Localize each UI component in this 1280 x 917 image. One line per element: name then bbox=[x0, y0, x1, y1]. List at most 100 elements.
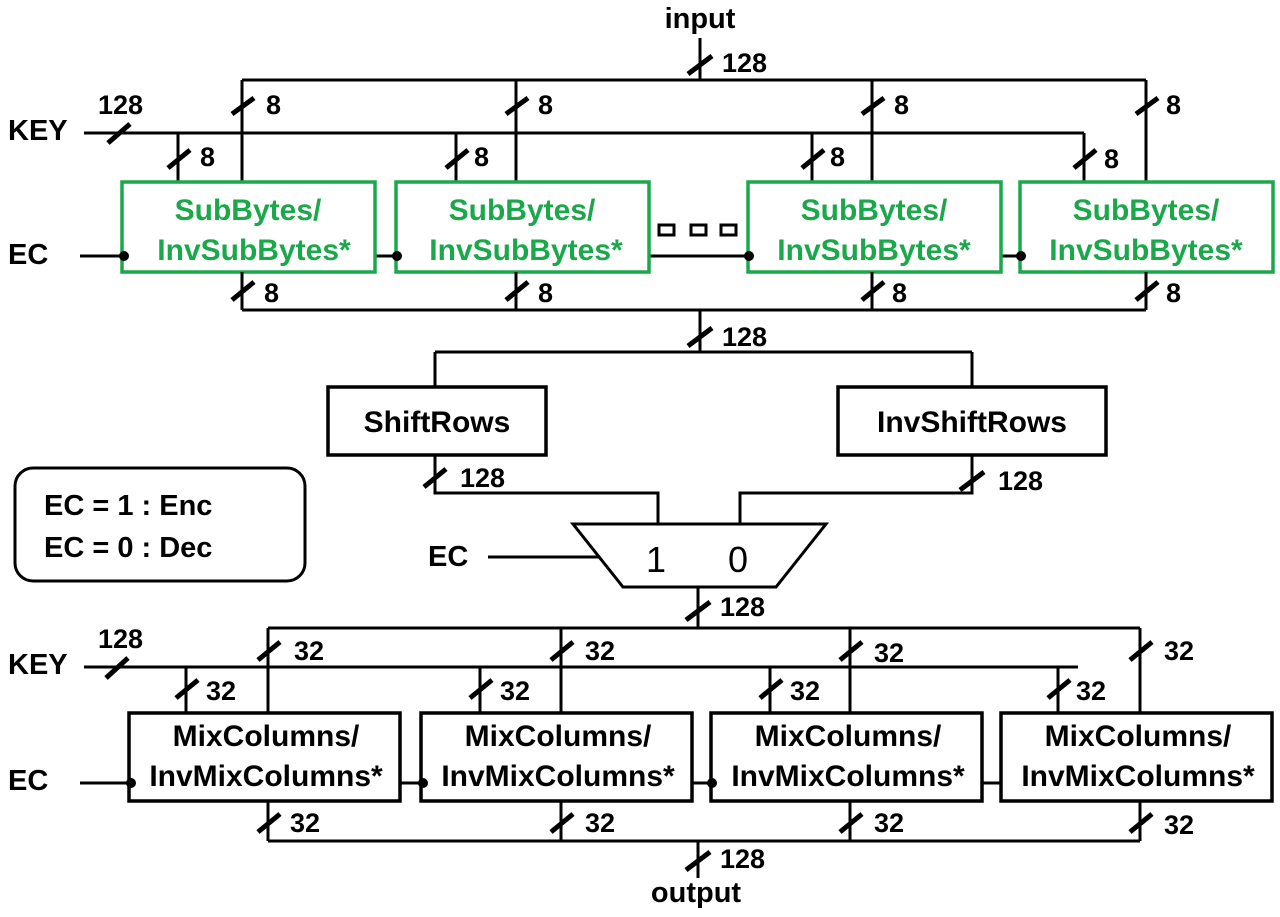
mixcolumns-1-line1: MixColumns/ bbox=[173, 720, 360, 753]
key-width-bottom: 128 bbox=[98, 624, 143, 654]
mixcolumns-3-line1: MixColumns/ bbox=[755, 720, 942, 753]
subbytes-box-2: SubBytes/ InvSubBytes* bbox=[394, 180, 651, 274]
sbox-to-shift-slash bbox=[686, 326, 714, 348]
input-drop-2-width: 8 bbox=[538, 90, 553, 120]
subbytes-box-4: SubBytes/ InvSubBytes* bbox=[1018, 180, 1275, 274]
output-width: 128 bbox=[720, 844, 765, 874]
subbytes-box-1: SubBytes/ InvSubBytes* bbox=[120, 180, 377, 274]
ec-node-bottom-1 bbox=[126, 778, 136, 788]
shiftrows-label: ShiftRows bbox=[364, 406, 511, 439]
invshiftrows-out-slash bbox=[958, 470, 986, 492]
sbox-out-1-width: 8 bbox=[264, 278, 279, 308]
invshiftrows-out-width: 128 bbox=[998, 466, 1043, 496]
input-slash-3 bbox=[860, 95, 886, 117]
subbytes-3-line2: InvSubBytes* bbox=[777, 234, 971, 267]
mix-drop-slash-4 bbox=[1128, 640, 1154, 662]
key-drop-bottom-1-width: 32 bbox=[206, 676, 236, 706]
mixcolumns-box-2: MixColumns/ InvMixColumns* bbox=[419, 711, 694, 803]
subbytes-box-3: SubBytes/ InvSubBytes* bbox=[746, 180, 1003, 274]
shiftrows-out-slash bbox=[422, 467, 448, 489]
mux-input-0-label: 0 bbox=[728, 539, 748, 580]
key-drop-bottom-4-width: 32 bbox=[1076, 676, 1106, 706]
key-slash-bottom-1 bbox=[174, 678, 200, 700]
key-label-top: KEY bbox=[8, 115, 68, 147]
ec-node-top-2 bbox=[392, 251, 402, 261]
ec-label-bottom: EC bbox=[8, 765, 48, 797]
output-bus-slash bbox=[684, 850, 712, 872]
legend-line1: EC = 1 : Enc bbox=[44, 490, 212, 522]
key-slash-bottom-4 bbox=[1046, 678, 1072, 700]
mix-drop-3-width: 32 bbox=[874, 638, 904, 668]
mix-drop-slash-2 bbox=[549, 640, 575, 662]
ec-node-top-1 bbox=[119, 251, 129, 261]
key-slash-top-4 bbox=[1072, 148, 1098, 170]
mixcolumns-4-line1: MixColumns/ bbox=[1045, 720, 1232, 753]
sbox-out-2-width: 8 bbox=[538, 278, 553, 308]
mix-drop-2-width: 32 bbox=[585, 636, 615, 666]
sbox-out-4-width: 8 bbox=[1166, 278, 1181, 308]
key-drop-bottom-2-width: 32 bbox=[500, 676, 530, 706]
mix-drop-1-width: 32 bbox=[294, 636, 324, 666]
subbytes-1-line1: SubBytes/ bbox=[175, 194, 322, 227]
subbytes-2-line1: SubBytes/ bbox=[449, 194, 596, 227]
ec-node-bottom-2 bbox=[418, 778, 428, 788]
mixcolumns-box-3: MixColumns/ InvMixColumns* bbox=[709, 711, 984, 803]
key-slash-top-3 bbox=[800, 148, 826, 170]
mux-out-slash bbox=[684, 600, 712, 622]
shiftrows-to-mux-wire bbox=[433, 455, 660, 524]
invshiftrows-label: InvShiftRows bbox=[877, 406, 1067, 439]
mix-out-3-width: 32 bbox=[874, 808, 904, 838]
ec-label-top: EC bbox=[8, 239, 48, 271]
key-slash-top-2 bbox=[444, 148, 470, 170]
invshiftrows-to-mux-wire bbox=[738, 455, 974, 524]
sbox-out-slash-2 bbox=[504, 280, 530, 302]
ellipsis-dots bbox=[657, 223, 738, 237]
key-drop-top-3-width: 8 bbox=[830, 142, 845, 172]
mux-out-width: 128 bbox=[720, 592, 765, 622]
subbytes-2-line2: InvSubBytes* bbox=[429, 234, 623, 267]
mix-drop-slash-1 bbox=[256, 640, 282, 662]
input-label: input bbox=[665, 3, 736, 35]
subbytes-4-line1: SubBytes/ bbox=[1073, 194, 1220, 227]
subbytes-3-line1: SubBytes/ bbox=[801, 194, 948, 227]
mix-drop-slash-3 bbox=[838, 640, 864, 662]
key-label-bottom: KEY bbox=[8, 649, 68, 681]
mix-out-slash-2 bbox=[549, 812, 575, 834]
key-bus-slash-top bbox=[106, 122, 132, 145]
input-slash-1 bbox=[230, 95, 256, 117]
key-slash-top-1 bbox=[166, 148, 192, 170]
input-bus-slash bbox=[686, 54, 714, 76]
mixcolumns-3-line2: InvMixColumns* bbox=[731, 760, 965, 793]
legend-box: EC = 1 : Enc EC = 0 : Dec bbox=[13, 466, 307, 583]
ec-label-mux: EC bbox=[428, 541, 468, 573]
input-drop-1-width: 8 bbox=[266, 90, 281, 120]
sbox-out-slash-3 bbox=[860, 280, 886, 302]
sbox-out-slash-1 bbox=[230, 280, 256, 302]
key-drop-top-4-width: 8 bbox=[1104, 144, 1119, 174]
key-bus-slash-bottom bbox=[104, 656, 130, 680]
mixcolumns-2-line1: MixColumns/ bbox=[465, 720, 652, 753]
mixcolumns-1-line2: InvMixColumns* bbox=[149, 760, 383, 793]
key-drop-bottom-3-width: 32 bbox=[790, 676, 820, 706]
input-width: 128 bbox=[722, 48, 767, 78]
mixcolumns-4-line2: InvMixColumns* bbox=[1021, 760, 1255, 793]
ec-node-top-4 bbox=[1016, 251, 1026, 261]
sbox-out-3-width: 8 bbox=[892, 278, 907, 308]
sbox-to-shift-width: 128 bbox=[722, 322, 767, 352]
key-slash-bottom-3 bbox=[758, 678, 784, 700]
legend-line2: EC = 0 : Dec bbox=[44, 532, 212, 564]
key-drop-top-1-width: 8 bbox=[200, 142, 215, 172]
subbytes-1-line2: InvSubBytes* bbox=[157, 234, 351, 267]
input-drop-3-width: 8 bbox=[894, 90, 909, 120]
key-width-top: 128 bbox=[98, 90, 143, 120]
mux-input-1-label: 1 bbox=[646, 539, 666, 580]
shiftrows-out-width: 128 bbox=[460, 463, 505, 493]
output-label: output bbox=[651, 877, 742, 909]
mix-out-slash-3 bbox=[838, 812, 864, 834]
mixcolumns-2-line2: InvMixColumns* bbox=[441, 760, 675, 793]
mix-out-1-width: 32 bbox=[290, 808, 320, 838]
mix-drop-4-width: 32 bbox=[1164, 636, 1194, 666]
mixcolumns-box-4: MixColumns/ InvMixColumns* bbox=[999, 711, 1274, 803]
ec-node-bottom-3 bbox=[707, 778, 717, 788]
